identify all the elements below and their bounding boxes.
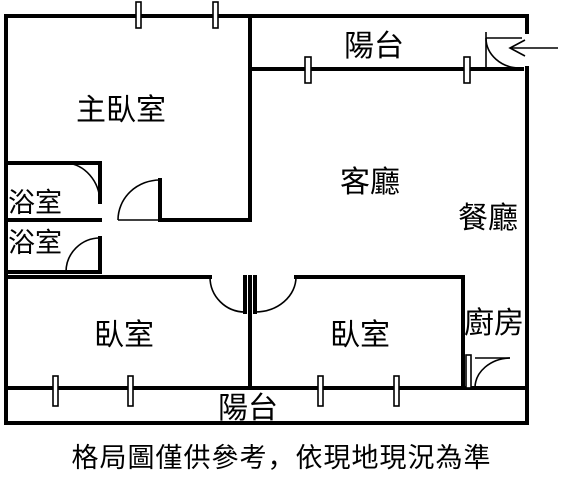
dining-room-label: 餐廳: [458, 201, 518, 236]
doors: [65, 32, 522, 389]
bedroom-left-label: 臥室: [94, 318, 154, 353]
disclaimer-text: 格局圖僅供參考，依現地現況為準: [71, 443, 492, 474]
windows: [52, 1, 472, 407]
balcony-bottom-label: 陽台: [218, 391, 278, 426]
exterior-walls: [4, 14, 529, 425]
master-bedroom-label: 主臥室: [76, 93, 166, 128]
floor-plan: 陽台 主臥室 浴室 浴室 客廳 餐廳 臥室 臥室 廚房 陽台: [4, 1, 558, 426]
living-room-label: 客廳: [340, 165, 400, 200]
bathroom-2-label: 浴室: [8, 228, 62, 259]
bathroom-1-label: 浴室: [8, 188, 62, 219]
entrance-arrow-icon: [508, 39, 558, 57]
balcony-top-label: 陽台: [344, 29, 404, 64]
interior-walls: [4, 14, 529, 390]
kitchen-label: 廚房: [464, 306, 524, 341]
bedroom-right-label: 臥室: [330, 318, 390, 353]
